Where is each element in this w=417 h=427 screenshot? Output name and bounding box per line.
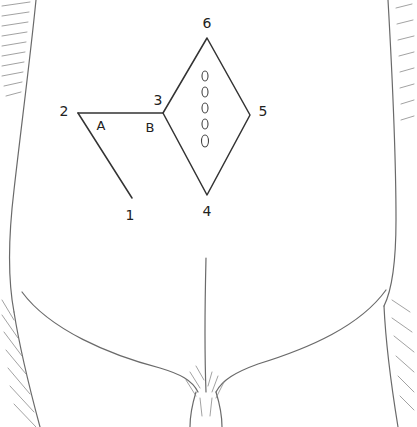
right-top-shading <box>396 4 414 120</box>
callout-number: 6 <box>203 16 212 30</box>
incision-lines <box>78 38 250 198</box>
intergluteal-cleft <box>205 258 206 392</box>
angle-label: B <box>146 121 155 134</box>
left-thigh-contour <box>14 312 40 427</box>
sinus-pit <box>202 87 208 97</box>
callout-number: 1 <box>126 208 135 222</box>
callout-number: 3 <box>154 93 163 107</box>
left-inner-thigh <box>190 392 196 427</box>
cleft-shading <box>186 366 224 416</box>
right-gluteal-fold <box>216 290 386 392</box>
right-inner-thigh <box>216 392 222 427</box>
sinus-pit <box>202 119 208 129</box>
right-thigh-contour <box>384 306 398 427</box>
left-gluteal-fold <box>22 292 198 392</box>
sinus-pits <box>202 71 209 147</box>
flap-incision-2-1 <box>78 113 132 198</box>
callout-number: 5 <box>259 104 268 118</box>
sinus-pit <box>202 135 209 147</box>
sinus-pit <box>202 103 208 113</box>
left-top-shading <box>2 2 30 96</box>
callout-number: 2 <box>60 104 69 118</box>
right-bottom-shading <box>392 300 414 410</box>
angle-label: A <box>97 119 106 132</box>
rhomboid-excision <box>163 38 250 195</box>
left-bottom-shading <box>2 300 36 427</box>
flap-incision-2-3 <box>78 112 163 114</box>
left-hip-contour <box>10 0 37 312</box>
sinus-pit <box>202 71 208 81</box>
right-hip-contour <box>384 0 396 306</box>
body-outline <box>10 0 399 427</box>
callout-number: 4 <box>203 204 212 218</box>
